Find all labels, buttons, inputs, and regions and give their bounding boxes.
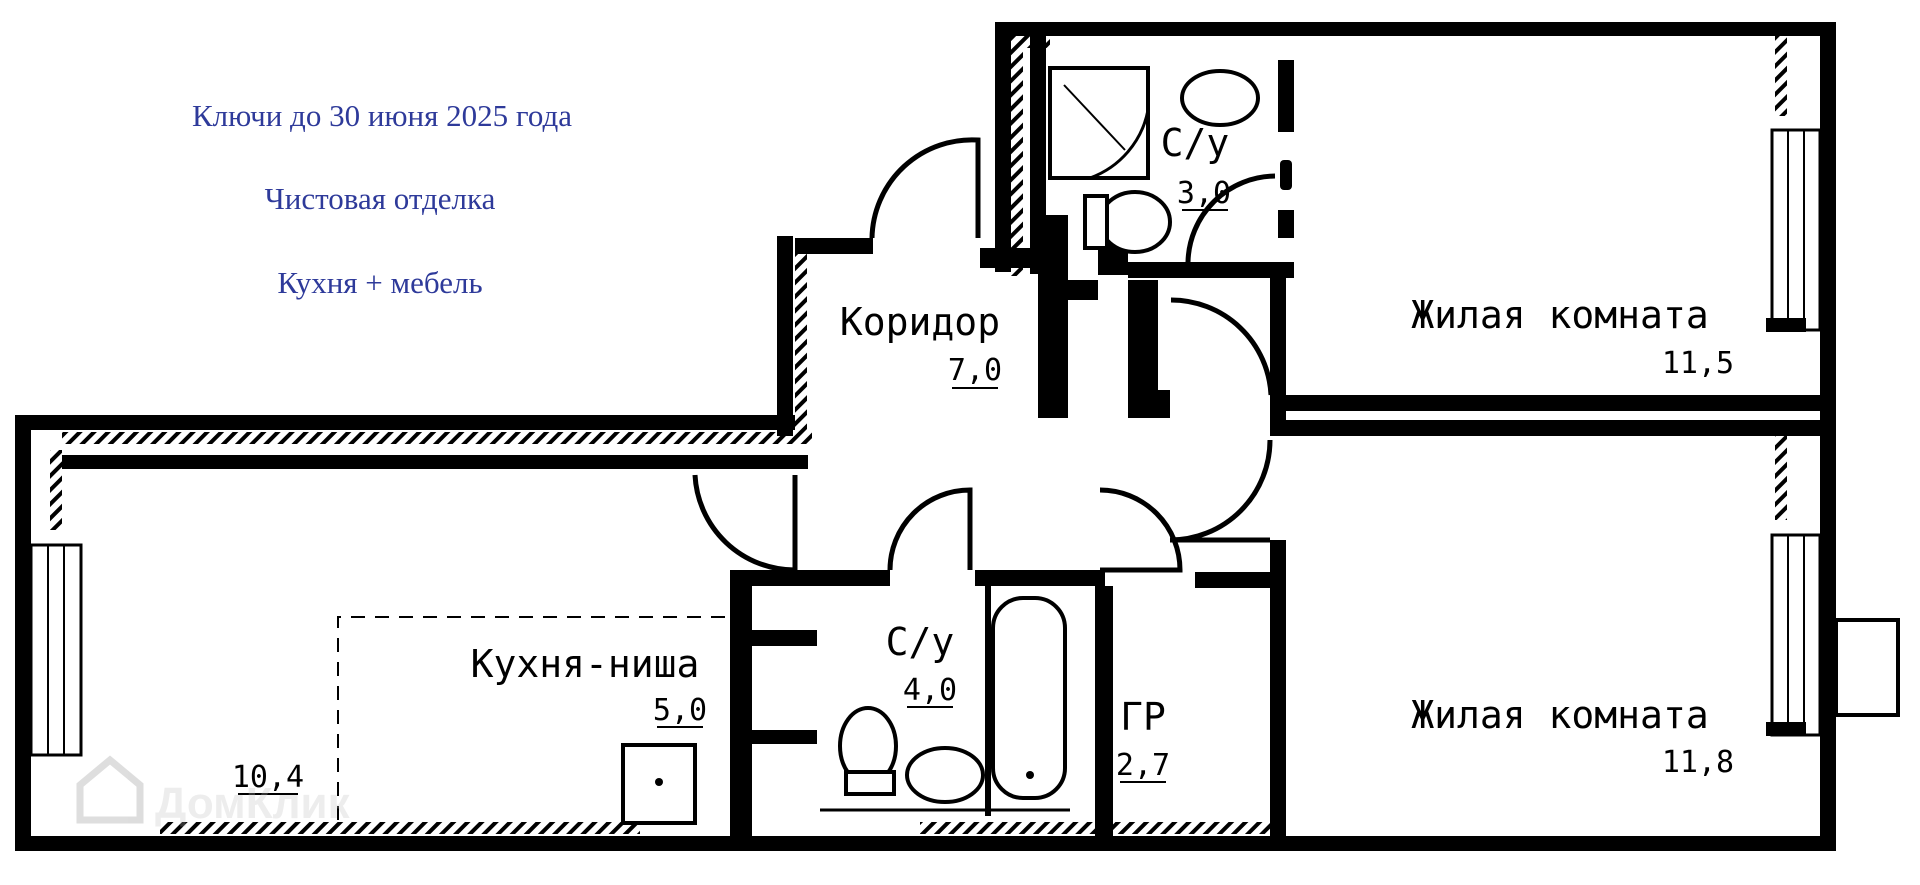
bath-bottom-area: 4,0 <box>903 673 957 708</box>
watermark-text: ДомКлик <box>155 779 351 828</box>
promo-kitchen-furniture: Кухня + мебель <box>277 265 482 300</box>
living1-area: 11,5 <box>1662 346 1734 381</box>
kitchen-sink-icon <box>621 743 697 825</box>
living2-area: 11,8 <box>1662 745 1734 780</box>
bath-top-name: С/у <box>1161 121 1230 165</box>
corridor-area: 7,0 <box>948 353 1002 388</box>
doors <box>692 137 1276 573</box>
promo-finishing: Чистовая отделка <box>265 181 496 216</box>
domclick-watermark: ДомКлик <box>76 755 351 828</box>
bath-top-area: 3,0 <box>1177 176 1231 211</box>
living2-name: Жилая комната <box>1411 693 1708 737</box>
bath-bottom-name: С/у <box>886 620 955 664</box>
house-logo-icon <box>76 755 144 824</box>
wardrobe-name: ГР <box>1120 695 1166 739</box>
toilet-icon <box>1098 190 1172 254</box>
washbasin-icon <box>1180 69 1260 127</box>
living1-name: Жилая комната <box>1411 293 1708 337</box>
fixtures <box>337 66 1260 825</box>
bathtub-icon <box>991 596 1067 800</box>
kitchen-name: Кухня-ниша <box>471 642 700 686</box>
corridor-name: Коридор <box>840 300 1000 344</box>
room-labels: С/у 3,0 Коридор 7,0 Жилая комната 11,5 К… <box>232 121 1734 795</box>
kitchen-area: 5,0 <box>653 693 707 728</box>
exterior-walls <box>15 22 1900 851</box>
wardrobe-area: 2,7 <box>1116 748 1170 783</box>
big-room-area: 10,4 <box>232 760 304 795</box>
promo-keys-date: Ключи до 30 июня 2025 года <box>192 98 572 133</box>
